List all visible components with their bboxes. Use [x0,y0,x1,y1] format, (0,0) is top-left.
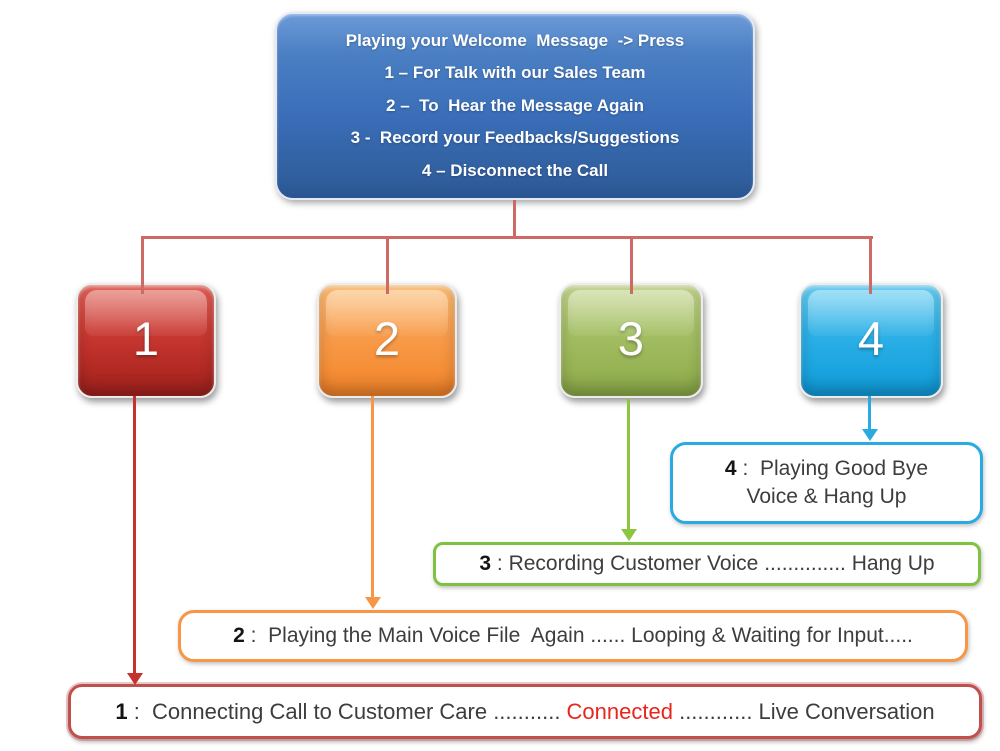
tree-drop-line-2 [386,239,389,294]
tree-drop-line-3 [630,239,633,294]
arrow-line-3 [627,399,630,530]
key-box-4: 4 [799,283,943,398]
outcome-box-press-1: 1 : Connecting Call to Customer Care ...… [68,684,982,739]
key-box-3-label: 3 [617,312,645,365]
welcome-option-4: 4 – Disconnect the Call [421,160,609,180]
welcome-option-2: 2 – To Hear the Message Again [386,95,644,115]
arrow-line-4 [868,396,871,430]
key-box-2: 2 [317,283,457,398]
key-box-3: 3 [559,283,703,398]
arrowhead-3 [621,529,637,541]
welcome-option-1: 1 – For Talk with our Sales Team [384,63,646,83]
arrow-line-1 [133,396,136,674]
key-box-2-label: 2 [373,312,401,365]
welcome-message-box: Playing your Welcome Message -> Press 1 … [275,12,755,200]
arrowhead-2 [365,597,381,609]
welcome-option-3: 3 - Record your Feedbacks/Suggestions [350,128,680,148]
outcome-box-press-4: 4 : Playing Good Bye Voice & Hang Up [670,442,983,524]
outcome-4-line-2: Voice & Hang Up [746,485,907,508]
tree-drop-line-4 [869,239,872,294]
tree-stem-line [513,200,516,239]
welcome-title: Playing your Welcome Message -> Press [345,30,685,50]
tree-horizontal-line [141,236,873,239]
key-box-1: 1 [76,283,216,398]
outcome-box-press-2: 2 : Playing the Main Voice File Again ..… [178,610,968,662]
arrow-line-2 [371,396,374,598]
arrowhead-4 [862,429,878,441]
key-box-4-label: 4 [857,312,885,365]
outcome-4-line-1: 4 : Playing Good Bye [724,457,929,480]
connected-status-text: Connected [566,699,673,724]
arrowhead-1 [127,673,143,685]
tree-drop-line-1 [141,239,144,294]
key-box-1-label: 1 [132,312,160,365]
outcome-box-press-3: 3 : Recording Customer Voice ...........… [433,542,981,586]
